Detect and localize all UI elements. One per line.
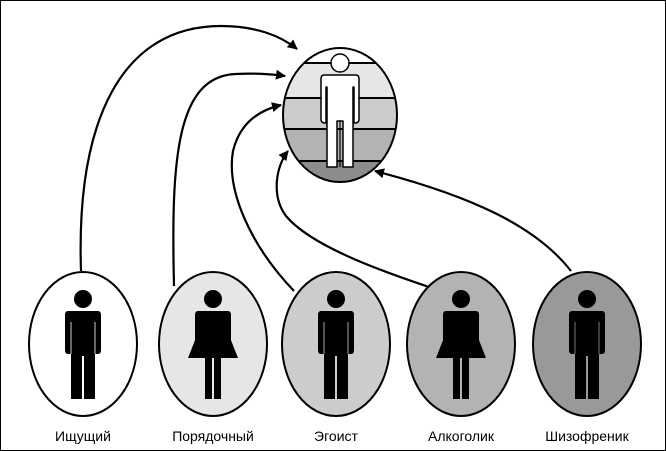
female-figure-icon (436, 290, 486, 399)
arrows (79, 24, 572, 292)
male-figure-icon (65, 290, 101, 399)
person-outline-icon (320, 53, 360, 168)
female-figure-icon (188, 290, 238, 399)
source-nodes: Ищущий Порядочный Эгоист Алкоголик Шизофрени… (28, 271, 642, 444)
source-label: Эгоист (314, 428, 358, 444)
source-node: Ищущий (28, 271, 138, 444)
arrow-egoist (230, 102, 295, 292)
source-node: Шизофреник (532, 271, 642, 444)
source-label: Алкоголик (428, 428, 495, 444)
male-figure-icon (318, 290, 354, 399)
arrow-shizofrenik (374, 168, 572, 272)
central-person-node (282, 47, 398, 183)
source-node: Эгоист (281, 271, 391, 444)
band-3 (283, 129, 397, 161)
source-node: Алкоголик (406, 271, 516, 444)
arrow-poryadochny (172, 69, 286, 287)
source-label: Порядочный (172, 428, 254, 444)
source-label: Ищущий (55, 428, 111, 444)
source-node: Порядочный (158, 271, 268, 444)
source-label: Шизофреник (545, 428, 629, 444)
male-figure-icon (569, 290, 605, 399)
arrow-ishchushchiy (79, 24, 298, 272)
arrow-alkogolik (275, 150, 430, 289)
